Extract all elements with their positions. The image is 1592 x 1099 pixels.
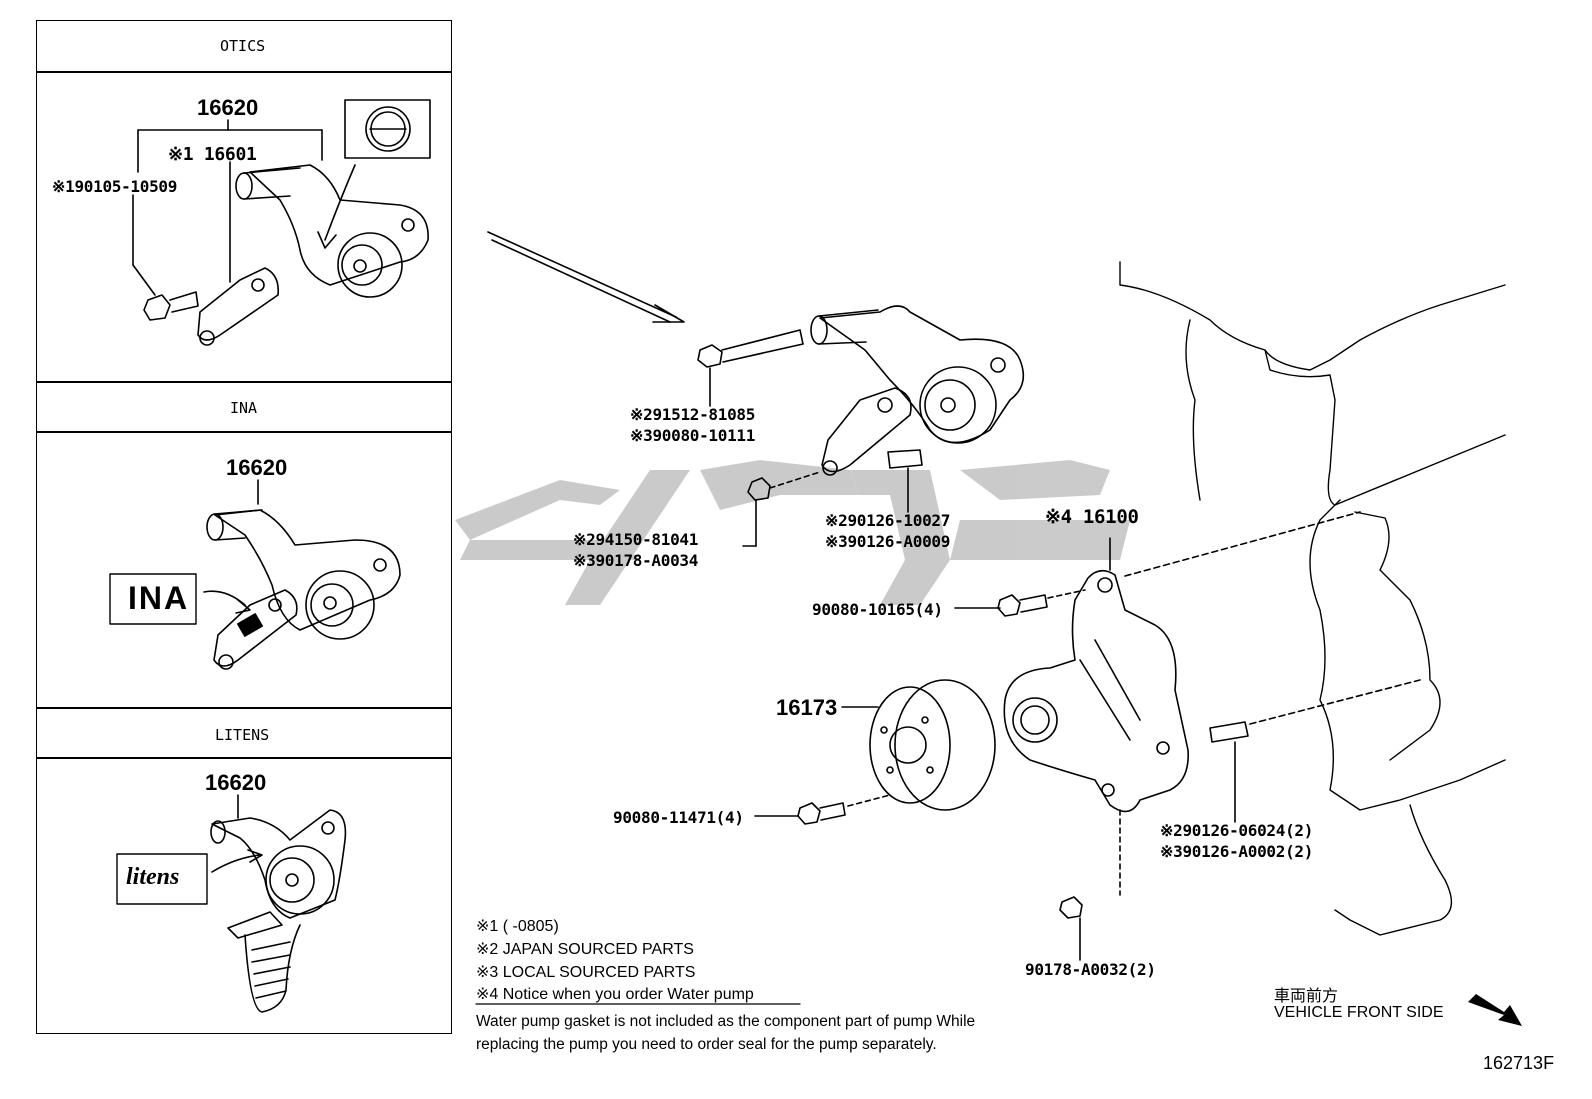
note-2: ※2 JAPAN SOURCED PARTS (476, 941, 694, 958)
label-stud-2: ※390126-A0009 (825, 532, 951, 551)
main-tensioner (697, 305, 1025, 547)
label-bolt-long-1: ※291512-81085 (630, 405, 756, 424)
pump-bolts (754, 511, 1421, 961)
divider (36, 757, 452, 759)
water-pump (1003, 537, 1189, 813)
ina-brand-label: INA (128, 580, 190, 616)
panel-title-litens: LITENS (215, 726, 270, 744)
otics-bolt-part: ※190105-10509 (52, 177, 178, 196)
label-nut-1: ※294150-81041 (573, 530, 699, 549)
label-nut-2: ※390178-A0034 (573, 551, 699, 570)
litens-assembly-part: 16620 (205, 770, 267, 795)
litens-drawing (116, 794, 347, 1013)
label-water-pump: ※4 16100 (1045, 506, 1139, 528)
divider (36, 71, 452, 73)
label-pump-nut: 90178-A0032(2) (1025, 960, 1156, 979)
otics-assembly-part: 16620 (197, 95, 259, 120)
pulley-16173 (841, 679, 996, 811)
left-panel-frame (36, 20, 452, 1034)
note-3: ※3 LOCAL SOURCED PARTS (476, 964, 696, 981)
gasket-note-line-1: Water pump gasket is not included as the… (476, 1013, 976, 1030)
watermark (455, 460, 1130, 605)
label-stud-1: ※290126-10027 (825, 511, 951, 530)
litens-brand-label: litens (126, 864, 180, 890)
panel-title-otics: OTICS (220, 37, 266, 55)
divider (36, 431, 452, 433)
vehicle-front-jp: 車両前方 (1274, 988, 1339, 1005)
illustration-id: 162713F (1483, 1053, 1555, 1073)
divider (36, 381, 452, 383)
label-pulley-bolt: 90080-11471(4) (613, 808, 744, 827)
otics-drawing (132, 99, 431, 346)
divider (36, 707, 452, 709)
front-direction-arrow (1468, 994, 1522, 1026)
label-pump-stud-2: ※390126-A0002(2) (1160, 842, 1314, 861)
ina-drawing (109, 479, 401, 670)
label-pump-stud-1: ※290126-06024(2) (1160, 821, 1314, 840)
label-pulley: 16173 (776, 695, 838, 720)
label-bolt-long-2: ※390080-10111 (630, 426, 756, 445)
vehicle-front-en: VEHICLE FRONT SIDE (1274, 1004, 1444, 1021)
note-4: ※4 Notice when you order Water pump (476, 986, 754, 1003)
otics-tensioner-part: ※1 16601 (168, 144, 257, 165)
engine-block (1119, 261, 1506, 936)
panel-title-ina: INA (230, 399, 258, 417)
note-1: ※1 ( -0805) (476, 918, 559, 935)
gasket-note-line-2: replacing the pump you need to order sea… (476, 1036, 937, 1053)
label-pump-bolt: 90080-10165(4) (812, 600, 943, 619)
ina-assembly-part: 16620 (226, 455, 288, 480)
